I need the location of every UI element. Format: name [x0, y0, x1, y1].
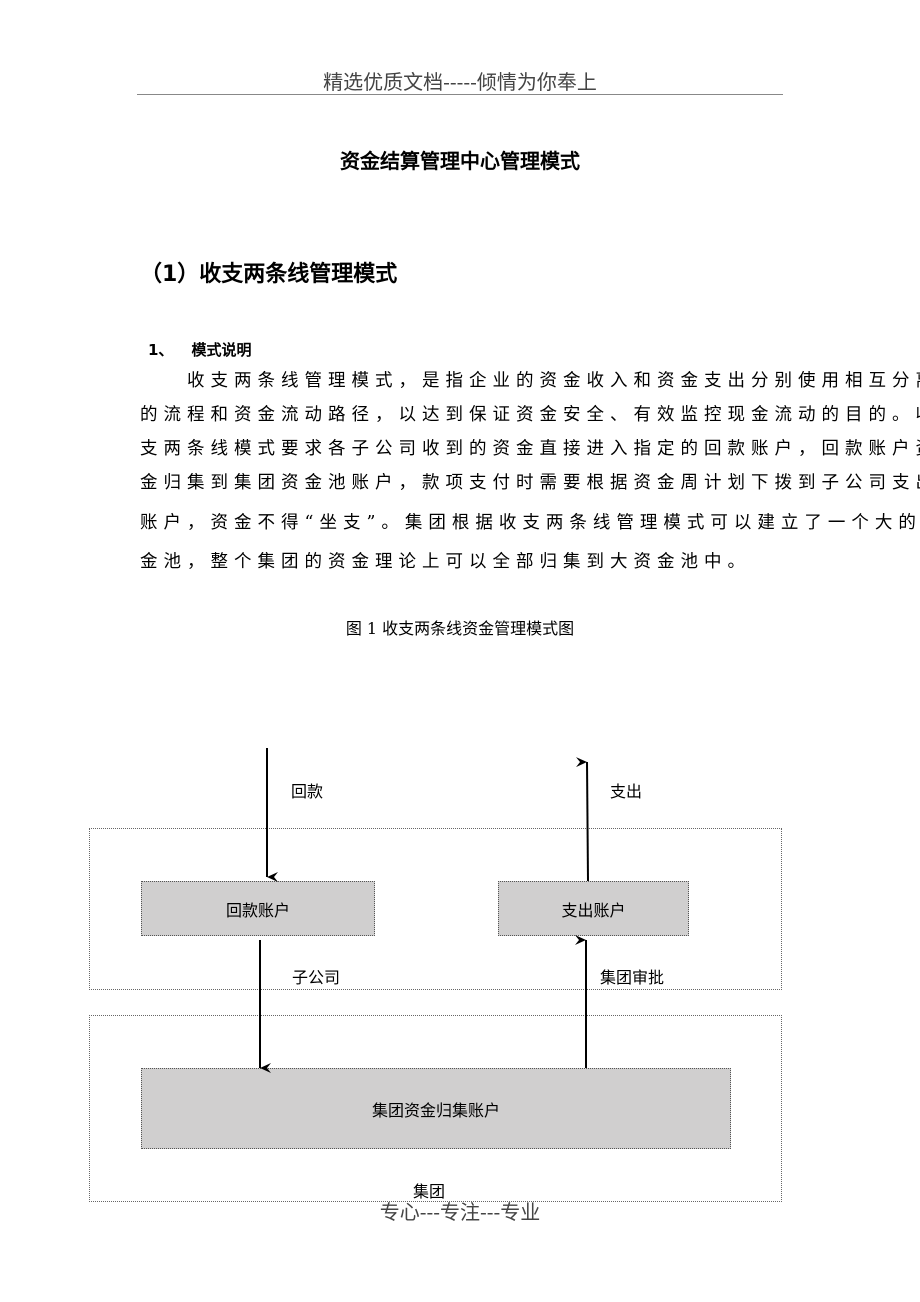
- subsection-heading: 1、模式说明: [148, 339, 251, 360]
- page-footer: 专心---专注---专业: [379, 1200, 541, 1224]
- approval-label: 集团审批: [600, 968, 665, 987]
- paragraph-line: 金池，整个集团的资金理论上可以全部归集到大资金池中。: [140, 552, 751, 572]
- paragraph-line: 账户，资金不得“坐支”。集团根据收支两条线管理模式可以建立了一个大的资: [140, 513, 920, 533]
- expense-account-box: 支出账户: [498, 881, 689, 936]
- group-region: [89, 1015, 782, 1202]
- page-header: 精选优质文档-----倾情为你奉上: [323, 70, 597, 94]
- subsidiary-label: 子公司: [292, 968, 341, 987]
- pool-account-box: 集团资金归集账户: [141, 1068, 731, 1149]
- receipt-account-box: 回款账户: [141, 881, 375, 936]
- figure-caption: 图 1 收支两条线资金管理模式图: [345, 619, 575, 638]
- section-heading: （1）收支两条线管理模式: [140, 262, 398, 287]
- subsidiary-region: [89, 828, 782, 990]
- outflow-label: 支出: [610, 782, 643, 801]
- paragraph-line: 支两条线模式要求各子公司收到的资金直接进入指定的回款账户，回款账户资: [140, 439, 920, 459]
- document-title: 资金结算管理中心管理模式: [340, 149, 580, 173]
- paragraph-line: 的流程和资金流动路径，以达到保证资金安全、有效监控现金流动的目的。收: [140, 405, 920, 425]
- group-label: 集团: [413, 1182, 446, 1201]
- inflow-label: 回款: [291, 782, 324, 801]
- paragraph-line: 收支两条线管理模式，是指企业的资金收入和资金支出分别使用相互分离: [140, 371, 920, 391]
- header-divider: [137, 94, 783, 95]
- subsection-number: 1、: [148, 341, 174, 359]
- subsection-label: 模式说明: [191, 341, 252, 359]
- paragraph-line: 金归集到集团资金池账户，款项支付时需要根据资金周计划下拨到子公司支出: [140, 473, 920, 493]
- outflow-arrow: [575, 757, 589, 882]
